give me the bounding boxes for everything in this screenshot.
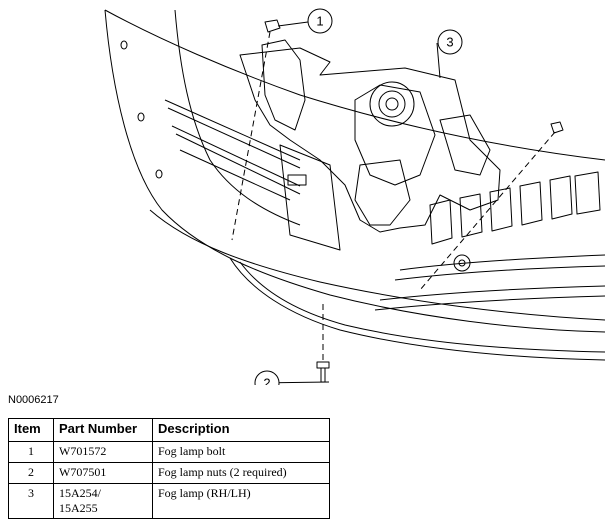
grille-slot [574, 171, 601, 215]
leader-line-1 [277, 21, 309, 27]
grille-strake [167, 107, 301, 169]
grille-strake [179, 149, 291, 201]
nut-icon [550, 121, 564, 134]
fog-lamp-connector [354, 159, 411, 226]
fog-lamp-diagram: 1 2 3 [104, 8, 606, 386]
grille-slot [489, 187, 513, 232]
bumper-hole [155, 169, 163, 179]
leader-line-3 [436, 42, 441, 79]
grille-strake [175, 133, 301, 195]
bumper-top-edge [104, 9, 606, 161]
bolt-icon [264, 19, 281, 33]
fog-lamp-tab [439, 114, 491, 176]
callout-number: 3 [446, 35, 453, 50]
cell-description: Fog lamp nuts (2 required) [152, 462, 330, 484]
grille-slot [429, 199, 453, 245]
bumper-lower-lip [149, 209, 606, 321]
table-row: 3 15A254/ 15A255 Fog lamp (RH/LH) [8, 483, 330, 519]
table-header-row: Item Part Number Description [8, 418, 330, 442]
lower-bolt-icon [316, 361, 330, 383]
grille-bar [394, 265, 606, 281]
callout-number: 1 [316, 14, 323, 29]
cell-part-number: W701572 [53, 441, 153, 463]
cell-item: 1 [8, 441, 54, 463]
cell-description: Fog lamp bolt [152, 441, 330, 463]
grille-strake [164, 99, 301, 161]
callout-number: 2 [263, 376, 270, 386]
cell-item: 3 [8, 483, 54, 519]
cell-item: 2 [8, 462, 54, 484]
fog-lamp-lens-mount [354, 84, 436, 186]
cell-part-number: 15A254/ 15A255 [53, 483, 153, 519]
table-row: 2 W707501 Fog lamp nuts (2 required) [8, 462, 330, 484]
grille-bar [379, 285, 606, 301]
fog-lamp-housing [239, 47, 501, 233]
fog-lamp-side-plate [279, 144, 341, 251]
install-line [419, 131, 556, 291]
bulb-socket-core [385, 97, 399, 111]
grille-slot [519, 181, 543, 226]
install-line [231, 31, 271, 241]
grille-strake [171, 125, 301, 187]
mounting-boss [453, 254, 471, 272]
cell-description: Fog lamp (RH/LH) [152, 483, 330, 519]
bumper-skirt [229, 257, 606, 361]
callout-2: 2 [254, 370, 280, 386]
mounting-boss-hole [458, 259, 466, 267]
header-item: Item [8, 418, 54, 442]
bulb-socket-outer [369, 81, 415, 127]
cell-part-number: W707501 [53, 462, 153, 484]
bumper-hole [137, 112, 145, 122]
figure-reference-code: N0006217 [8, 394, 59, 406]
parts-table: Item Part Number Description 1 W701572 F… [8, 418, 330, 519]
grille-slot [459, 193, 483, 238]
grille-bar [374, 295, 606, 311]
bumper-hole [120, 40, 128, 50]
bumper-skirt-inner [239, 261, 606, 353]
bumper-outer-edge [104, 9, 606, 333]
header-description: Description [152, 418, 330, 442]
bulb-socket-inner [378, 90, 406, 118]
table-row: 1 W701572 Fog lamp bolt [8, 441, 330, 463]
fog-lamp-vent [287, 174, 307, 186]
bumper-inner-contour [174, 9, 301, 226]
grille-slot [549, 175, 573, 220]
callout-3: 3 [437, 29, 463, 55]
header-part-number: Part Number [53, 418, 153, 442]
fog-lamp-bracket [261, 39, 306, 131]
callout-1: 1 [307, 8, 333, 34]
grille-bar [399, 254, 606, 271]
